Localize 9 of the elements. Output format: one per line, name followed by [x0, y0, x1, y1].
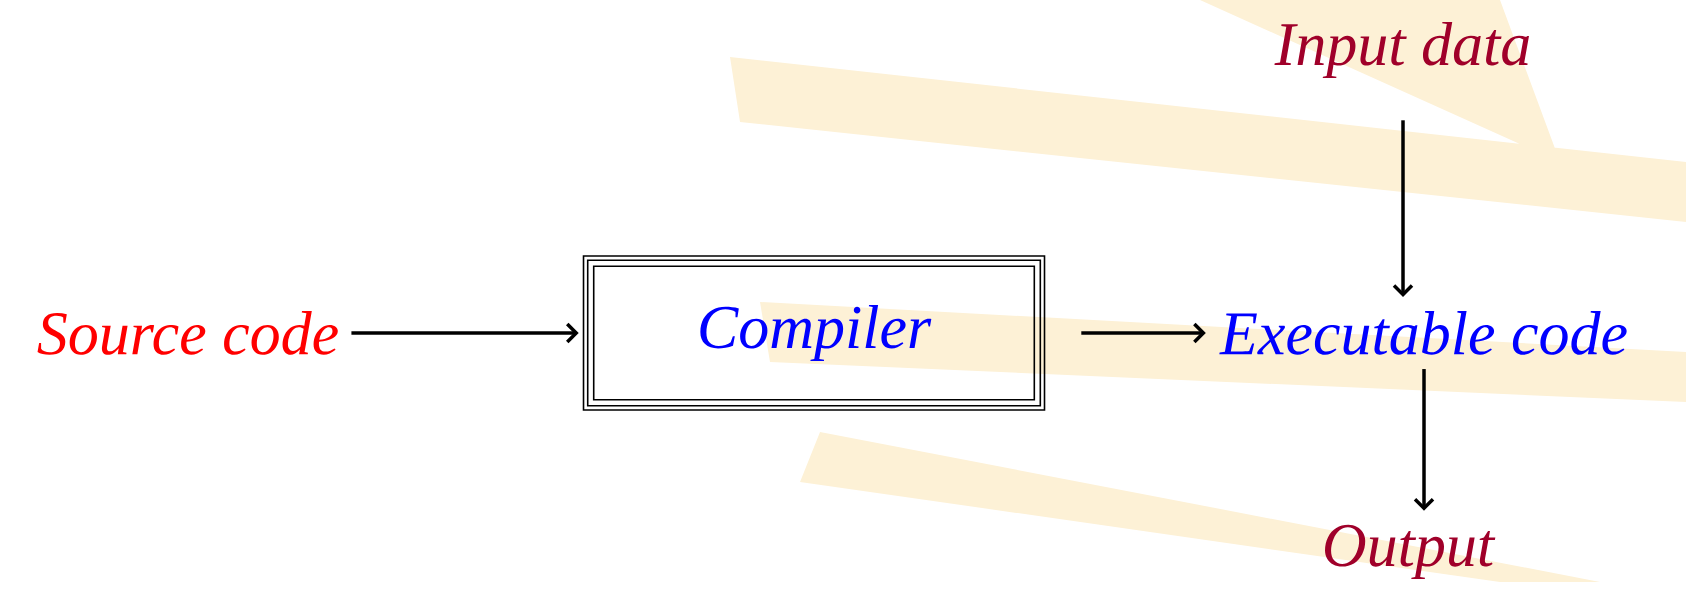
label-text: Executable code — [1219, 311, 1627, 355]
arrow — [1081, 322, 1206, 344]
arrow — [1392, 120, 1414, 297]
label-text: Output — [1325, 524, 1496, 580]
label-text: Input data — [1274, 21, 1529, 79]
label-text: Source code — [37, 311, 338, 355]
arrow — [351, 322, 579, 344]
compiler-box: Compiler — [582, 255, 1046, 411]
arrow — [1413, 369, 1435, 511]
